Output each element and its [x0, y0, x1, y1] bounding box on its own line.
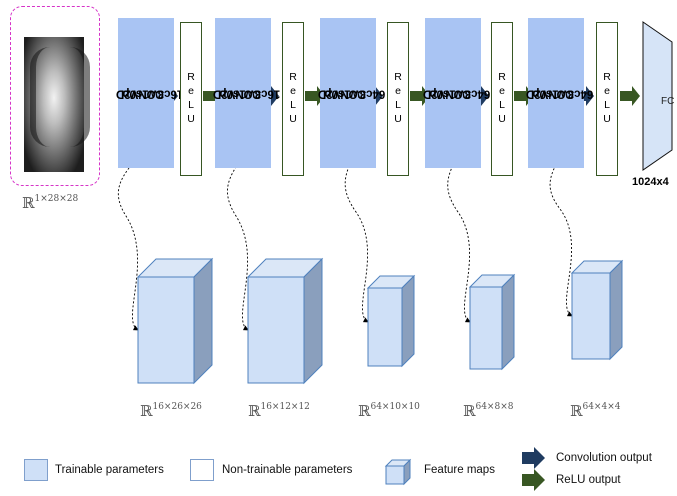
relu-block-1: ReLU [180, 22, 202, 176]
legend-relu-arrow [522, 469, 545, 491]
fc-layer [642, 21, 673, 171]
legend-non-trainable-swatch [190, 459, 214, 481]
legend-conv-arrow [522, 447, 545, 469]
fc-size-label: 1024x4 [632, 176, 669, 188]
feature-map-dimension-2: ℝ16×12×12 [248, 402, 310, 420]
relu-block-5: ReLU [596, 22, 618, 176]
relu-output-arrow-5 [620, 86, 640, 106]
feature-map-cube-3 [366, 274, 416, 368]
feature-map-dimension-1: ℝ16×26×26 [140, 402, 202, 420]
feature-map-cube-2 [246, 257, 324, 385]
feature-map-cube-1 [136, 257, 214, 385]
relu-block-2: ReLU [282, 22, 304, 176]
input-dimension: ℝ1×28×28 [22, 194, 79, 212]
legend-feature-maps-label: Feature maps [424, 464, 495, 476]
legend-feature-map-icon [384, 458, 412, 486]
feature-map-dimension-5: ℝ64×4×4 [570, 402, 621, 420]
legend-trainable-label: Trainable parameters [55, 464, 164, 476]
feature-map-cube-4 [468, 273, 516, 371]
relu-block-4: ReLU [491, 22, 513, 176]
fc-label: FC [661, 96, 675, 107]
legend-non-trainable-label: Non-trainable parameters [222, 464, 353, 476]
feature-map-dimension-3: ℝ64×10×10 [358, 402, 420, 420]
feature-map-connector-3 [344, 101, 373, 323]
chest-xray-image [24, 37, 90, 172]
feature-map-cube-5 [570, 259, 624, 361]
legend-trainable-swatch [24, 459, 48, 481]
legend-relu-output-label: ReLU output [556, 474, 621, 486]
relu-block-3: ReLU [387, 22, 409, 176]
input-image-frame [10, 6, 100, 186]
feature-map-dimension-4: ℝ64×8×8 [463, 402, 514, 420]
legend-conv-output-label: Convolution output [556, 452, 652, 464]
